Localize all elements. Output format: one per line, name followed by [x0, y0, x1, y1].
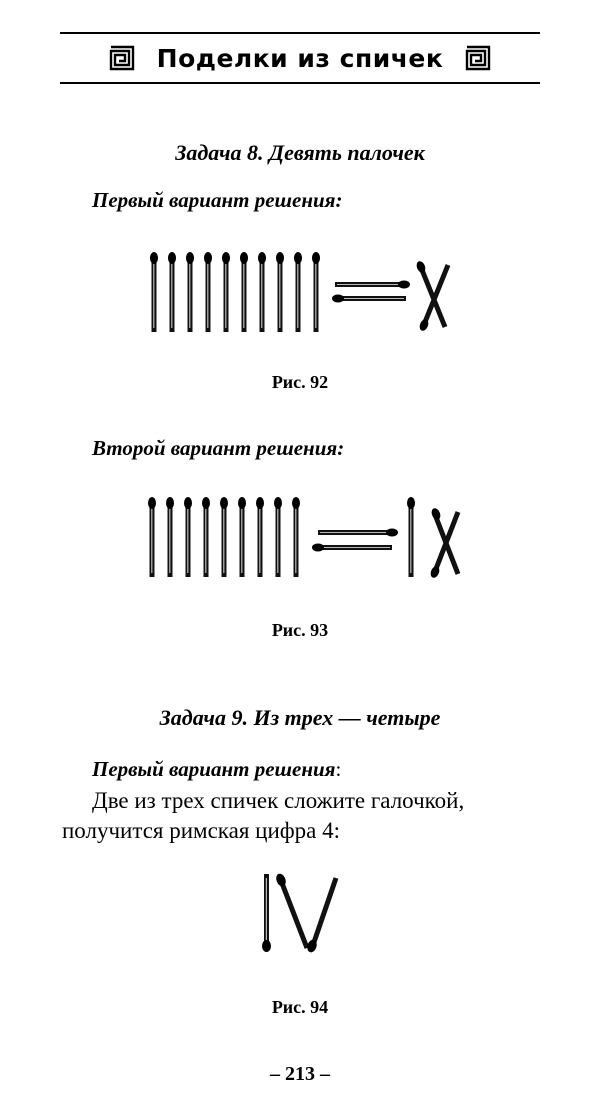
- header-title: Поделки из спичек: [156, 43, 444, 73]
- running-header: Поделки из спичек: [60, 40, 540, 76]
- task9-variant1-label: Первый вариант решения:: [92, 757, 342, 781]
- task9-text-line2: получится римская цифра 4:: [62, 818, 341, 843]
- figure-93-matchsticks: [148, 497, 461, 578]
- figure-92-caption: Рис. 92: [271, 372, 329, 392]
- task8-variant2-label: Второй вариант решения:: [92, 436, 345, 460]
- task8-title: Задача 8. Девять палочек: [175, 140, 425, 165]
- greek-meander-icon: [109, 45, 134, 71]
- page-number: – 213 –: [270, 1063, 330, 1085]
- header-bottom-rule: [60, 82, 540, 84]
- greek-meander-icon: [466, 45, 491, 71]
- figure-94-caption: Рис. 94: [271, 997, 329, 1017]
- header-top-rule: [60, 32, 540, 34]
- figure-93-caption: Рис. 93: [271, 620, 329, 640]
- task9-text-line1: Две из трех спичек сложите галочкой,: [92, 788, 465, 813]
- task8-variant1-label: Первый вариант решения:: [92, 188, 343, 212]
- task9-title: Задача 9. Из трех — четыре: [159, 705, 441, 730]
- figure-92-matchsticks: [150, 252, 451, 332]
- figure-94-matchsticks: [262, 873, 339, 953]
